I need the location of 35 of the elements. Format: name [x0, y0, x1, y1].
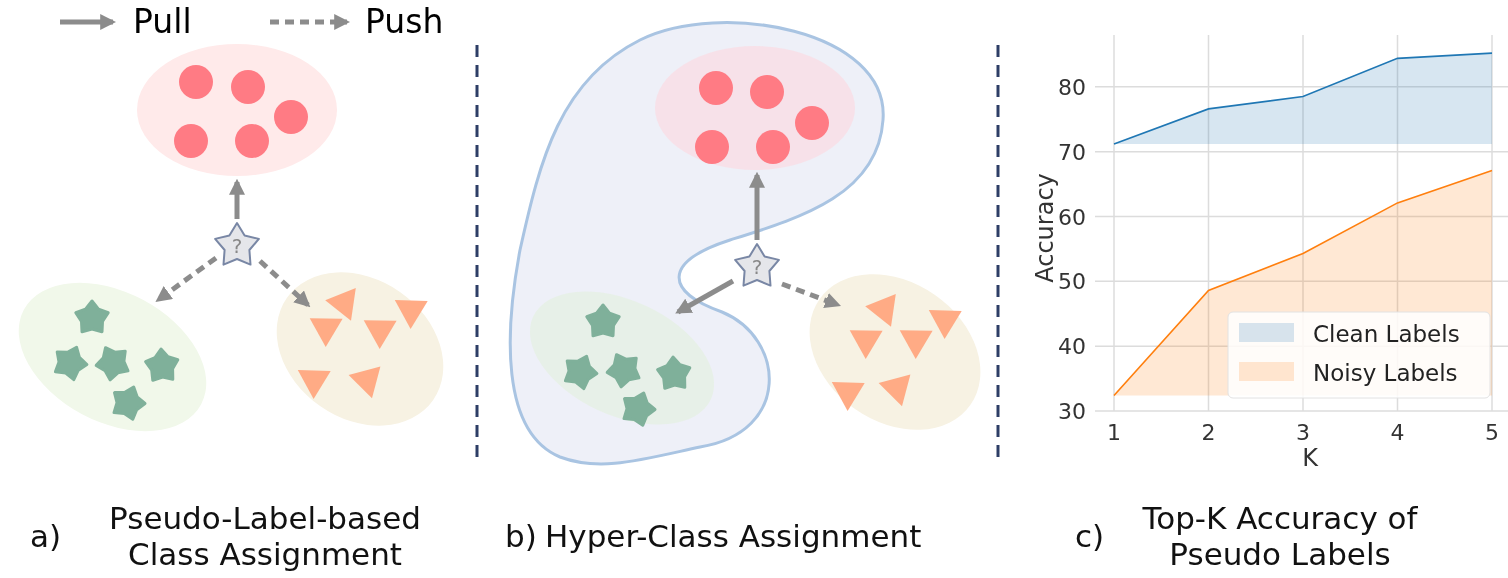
query-star [213, 221, 261, 267]
cluster-ellipse [137, 44, 337, 176]
tick-label: 4 [1390, 420, 1405, 445]
legend-label: Pull [133, 2, 192, 41]
legend-label: Push [365, 2, 444, 41]
arrow [155, 255, 218, 303]
caption: Top-K Accuracy of Pseudo Labels [1141, 500, 1419, 572]
tick-label: 3 [1296, 420, 1310, 445]
tick-label: 50 [1058, 269, 1086, 295]
legend-label: Clean Labels [1313, 321, 1460, 347]
cluster-ellipse [655, 46, 855, 170]
panel-label: c) [1075, 518, 1106, 554]
arrow [229, 178, 245, 219]
tick-label: 40 [1058, 334, 1086, 360]
tick-label: 70 [1058, 139, 1086, 165]
tick-label: 2 [1201, 420, 1216, 445]
arrow [675, 278, 735, 315]
query-star [733, 242, 781, 288]
caption: Pseudo-Label-based Class Assignment [108, 500, 422, 572]
arrow [749, 171, 765, 240]
caption: Hyper-Class Assignment [545, 518, 923, 554]
tick-label: 30 [1058, 399, 1086, 424]
arrow [781, 281, 841, 308]
query-label: ? [231, 234, 243, 258]
axis-title: K [1302, 444, 1318, 472]
axis-title: Accuracy [1031, 173, 1059, 283]
arrow [258, 259, 311, 308]
tick-label: 80 [1058, 74, 1086, 100]
tick-label: 60 [1058, 204, 1086, 230]
panel-label: a) [30, 518, 63, 554]
tick-label: 5 [1485, 420, 1499, 445]
query-label: ? [751, 255, 763, 279]
tick-label: 1 [1107, 420, 1121, 445]
panel-label: b) [505, 518, 538, 554]
legend-label: Noisy Labels [1313, 360, 1458, 386]
